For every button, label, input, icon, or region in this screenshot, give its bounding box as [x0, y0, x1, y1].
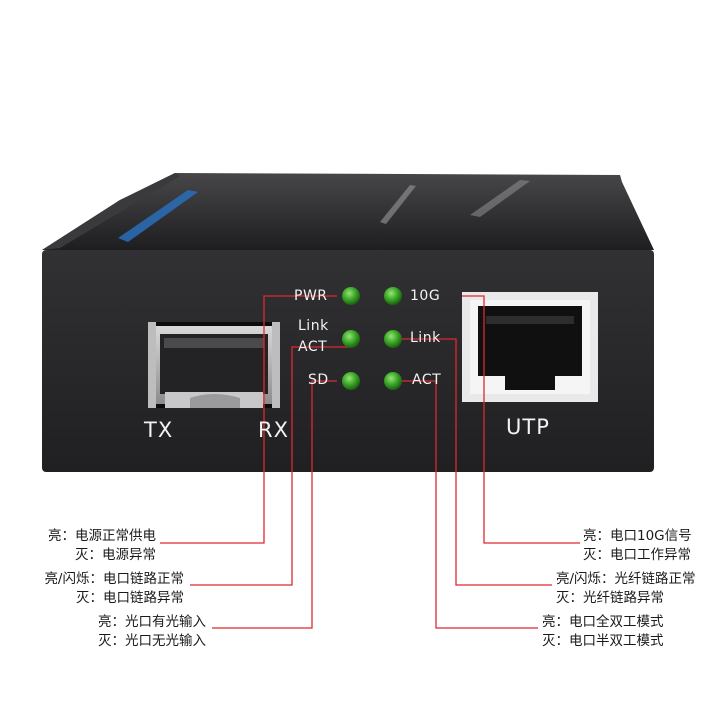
- annotation-link-act-off: 灭：电口链路异常: [76, 590, 184, 606]
- led-act: [384, 372, 402, 390]
- annotation-sd-off: 灭：光口无光输入: [98, 633, 206, 649]
- annotation-link-act: 亮/闪烁：电口链路正常 灭：电口链路异常: [44, 571, 184, 606]
- annotation-link-on: 亮/闪烁：光纤链路正常: [556, 571, 696, 587]
- device-top-edge: [42, 173, 180, 250]
- led-link: [384, 330, 402, 348]
- annotation-act: 亮：电口全双工模式 灭：电口半双工模式: [542, 614, 664, 649]
- label-link: Link: [410, 330, 441, 346]
- label-tx: TX: [144, 418, 174, 442]
- top-print-strip: [380, 185, 416, 224]
- label-sd: SD: [308, 372, 329, 388]
- label-rx: RX: [258, 418, 289, 442]
- annotation-pwr-on: 亮：电源正常供电: [48, 528, 156, 544]
- leader-line-link: [398, 338, 552, 586]
- sfp-port: [148, 322, 280, 408]
- annotation-10g-off: 灭：电口工作异常: [583, 547, 691, 563]
- led-pwr: [342, 287, 360, 305]
- annotation-act-on: 亮：电口全双工模式: [542, 614, 664, 630]
- annotation-act-off: 灭：电口半双工模式: [542, 633, 664, 649]
- leader-line-pwr: [160, 295, 337, 544]
- label-link-act-1: Link: [298, 318, 329, 334]
- annotation-link-off: 灭：光纤链路异常: [556, 590, 664, 606]
- annotation-sd: 亮：光口有光输入 灭：光口无光输入: [98, 614, 206, 649]
- leader-line-link-act: [190, 346, 352, 586]
- brand-label: [118, 190, 198, 242]
- led-sd: [342, 372, 360, 390]
- leader-line-sd: [212, 380, 337, 629]
- annotation-10g: 亮：电口10G信号 灭：电口工作异常: [583, 528, 692, 563]
- led-10g: [384, 287, 402, 305]
- annotation-link: 亮/闪烁：光纤链路正常 灭：光纤链路异常: [556, 571, 696, 606]
- rj45-port: [462, 292, 598, 402]
- label-pwr: PWR: [294, 288, 328, 304]
- led-link-act: [342, 330, 360, 348]
- annotation-pwr-off: 灭：电源异常: [75, 547, 156, 563]
- label-link-act-2: ACT: [298, 339, 328, 355]
- leader-lines: [160, 295, 580, 629]
- status-leds: [342, 287, 402, 390]
- label-10g: 10G: [410, 288, 441, 304]
- label-utp: UTP: [506, 415, 550, 439]
- annotation-10g-on: 亮：电口10G信号: [583, 528, 692, 544]
- annotation-pwr: 亮：电源正常供电 灭：电源异常: [48, 528, 156, 563]
- label-act: ACT: [412, 372, 442, 388]
- device-top-panel: [42, 173, 654, 250]
- leader-line-act: [398, 380, 538, 629]
- annotation-link-act-on: 亮/闪烁：电口链路正常: [44, 571, 184, 587]
- annotation-sd-on: 亮：光口有光输入: [98, 614, 206, 630]
- top-print-strip: [470, 180, 530, 217]
- leader-line-10g: [462, 295, 580, 544]
